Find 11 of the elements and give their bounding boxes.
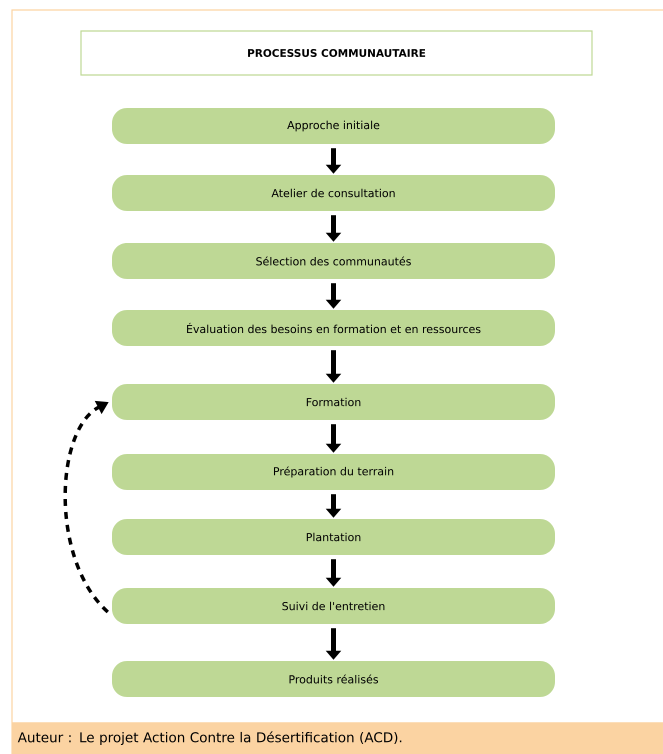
process-pill: Préparation du terrain: [112, 454, 555, 490]
caption-band: Auteur : Le projet Action Contre la Désertification (ACD).: [12, 722, 663, 754]
process-pill: Approche initiale: [112, 108, 555, 144]
process-pill: Évaluation des besoins en formation et en ressources: [112, 310, 555, 346]
process-pill: Formation: [112, 384, 555, 420]
title-box: PROCESSUS COMMUNAUTAIRE: [80, 30, 593, 76]
process-pill: Sélection des communautés: [112, 243, 555, 279]
process-pill: Atelier de consultation: [112, 175, 555, 211]
process-pill: Plantation: [112, 519, 555, 555]
process-pill: Suivi de l'entretien: [112, 588, 555, 624]
process-pill: Produits réalisés: [112, 661, 555, 697]
